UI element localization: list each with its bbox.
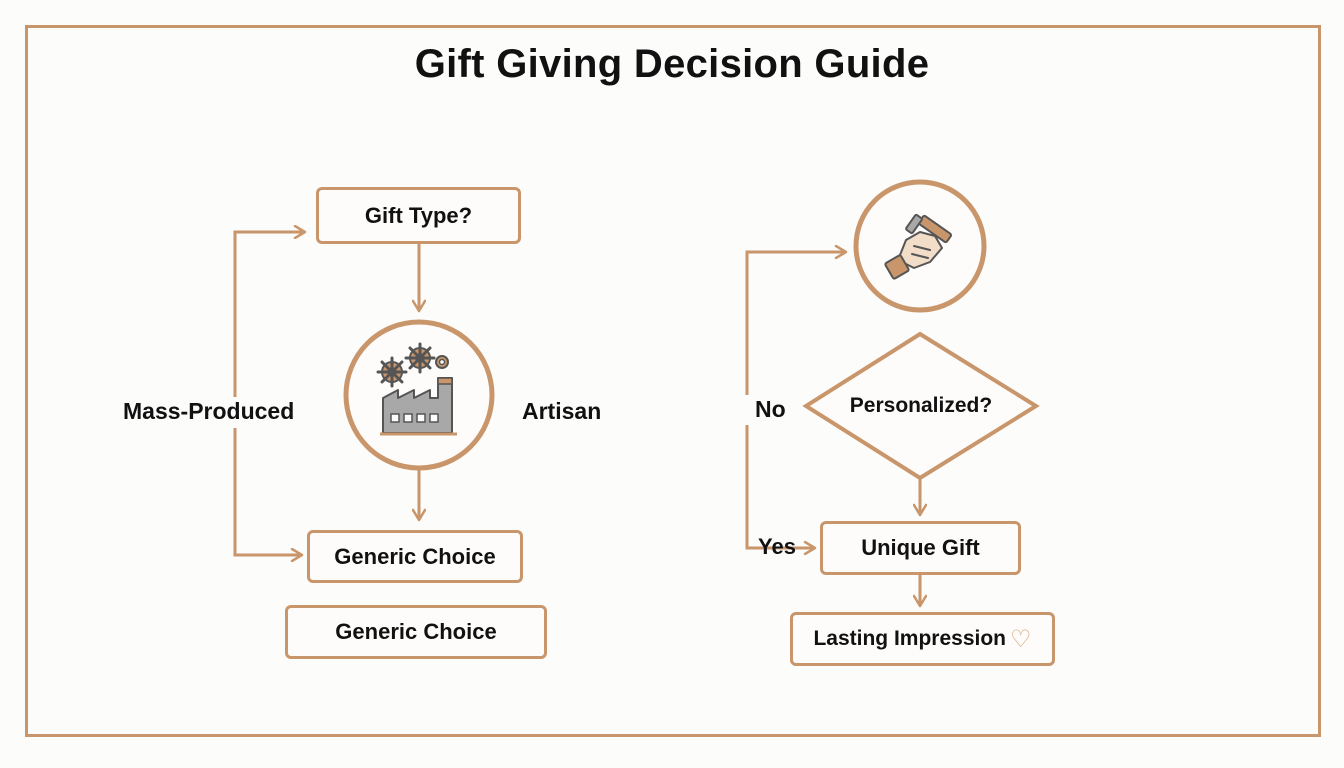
arrow-no-down: [745, 425, 815, 548]
generic-choice-label: Generic Choice: [334, 543, 496, 569]
lasting-impression-label: Lasting Impression: [813, 627, 1007, 650]
generic-choice-label-secondary: Generic Choice: [335, 619, 497, 644]
branch-yes: Yes: [758, 534, 796, 559]
personalized-question: Personalized?: [849, 394, 993, 417]
generic-choice-box: Generic Choice: [307, 530, 523, 583]
factory-gears-icon: [376, 342, 457, 436]
branch-mass-produced: Mass-Produced: [123, 398, 295, 424]
gift-type-question-box: Gift Type?: [316, 187, 521, 244]
unique-gift-label: Unique Gift: [861, 535, 980, 560]
diagram-title: Gift Giving Decision Guide: [414, 42, 930, 86]
generic-choice-box-secondary: Generic Choice: [285, 605, 547, 659]
unique-gift-box: Unique Gift: [820, 521, 1021, 575]
heart-icon: ♡: [1010, 625, 1032, 653]
handcraft-tool-icon: [884, 213, 953, 280]
branch-artisan: Artisan: [522, 398, 602, 424]
branch-no: No: [755, 396, 786, 422]
decision-diamond: [802, 331, 1040, 481]
arrow-no-up: [745, 252, 846, 395]
arrow-massproduced-down: [233, 428, 302, 555]
lasting-impression-box: Lasting Impression ♡: [790, 612, 1055, 666]
gift-type-question: Gift Type?: [364, 202, 473, 228]
diagram-frame: [25, 25, 1321, 737]
arrow-massproduced-up: [233, 232, 305, 397]
